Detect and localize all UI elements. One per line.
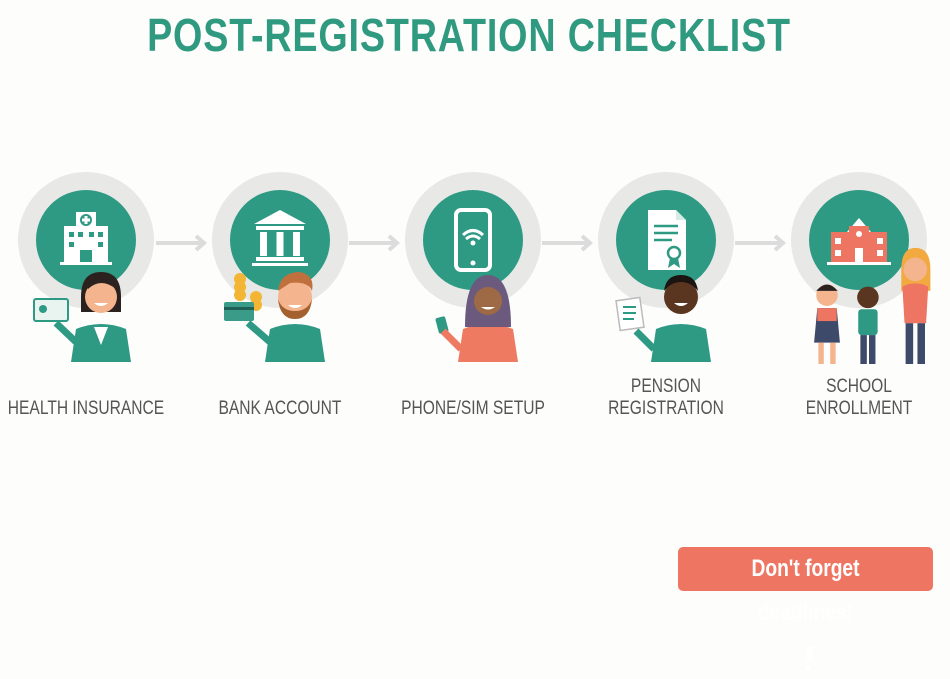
bank-icon (252, 210, 308, 266)
arrow-right-icon (156, 234, 208, 252)
exclamation-icon (804, 645, 814, 671)
step-school-enrollment: SCHOOL ENROLLMENT (789, 172, 931, 422)
arrow-right-icon (735, 234, 787, 252)
circle-badge (616, 190, 716, 290)
deadline-reminder-banner: Don't forget deadlines! (678, 547, 933, 671)
step-bank-account: BANK ACCOUNT (210, 172, 350, 422)
arrow-right-icon (349, 234, 401, 252)
person-with-card-and-coins-illustration (224, 272, 325, 362)
arrow-right-icon (542, 234, 594, 252)
certificate-document-icon (648, 210, 686, 270)
person-with-phone-illustration (435, 275, 518, 362)
callout-text: Don't forget deadlines! (751, 555, 860, 626)
page-title: POST-REGISTRATION CHECKLIST (147, 9, 791, 61)
smartphone-wifi-icon (454, 208, 492, 272)
step-label: BANK ACCOUNT (198, 398, 362, 420)
school-building-icon (827, 218, 891, 265)
step-pension-registration: PENSION REGISTRATION (596, 172, 736, 422)
step-label: PENSION REGISTRATION (584, 376, 748, 420)
circle-badge (230, 190, 330, 290)
step-label-line: ENROLLMENT (805, 398, 913, 419)
step-label-line: BANK ACCOUNT (218, 398, 342, 419)
hospital-icon (60, 212, 112, 265)
step-label-line: PENSION (630, 376, 702, 397)
step-phone-sim-setup: PHONE/SIM SETUP (401, 172, 545, 422)
circle-badge (36, 190, 136, 290)
step-label-line: SCHOOL (826, 376, 892, 397)
family-illustration (814, 247, 931, 364)
step-label: HEALTH INSURANCE (4, 398, 168, 420)
person-with-insurance-card-illustration (33, 272, 131, 362)
step-label: SCHOOL ENROLLMENT (777, 376, 941, 420)
step-health-insurance: HEALTH INSURANCE (8, 172, 164, 422)
circle-badge (809, 190, 909, 290)
step-label-line: PHONE/SIM SETUP (401, 398, 545, 419)
step-label: PHONE/SIM SETUP (391, 398, 555, 420)
step-label-line: HEALTH INSURANCE (7, 398, 165, 419)
person-with-document-illustration (615, 275, 711, 362)
step-label-line: REGISTRATION (608, 398, 724, 419)
circle-badge (423, 190, 523, 290)
